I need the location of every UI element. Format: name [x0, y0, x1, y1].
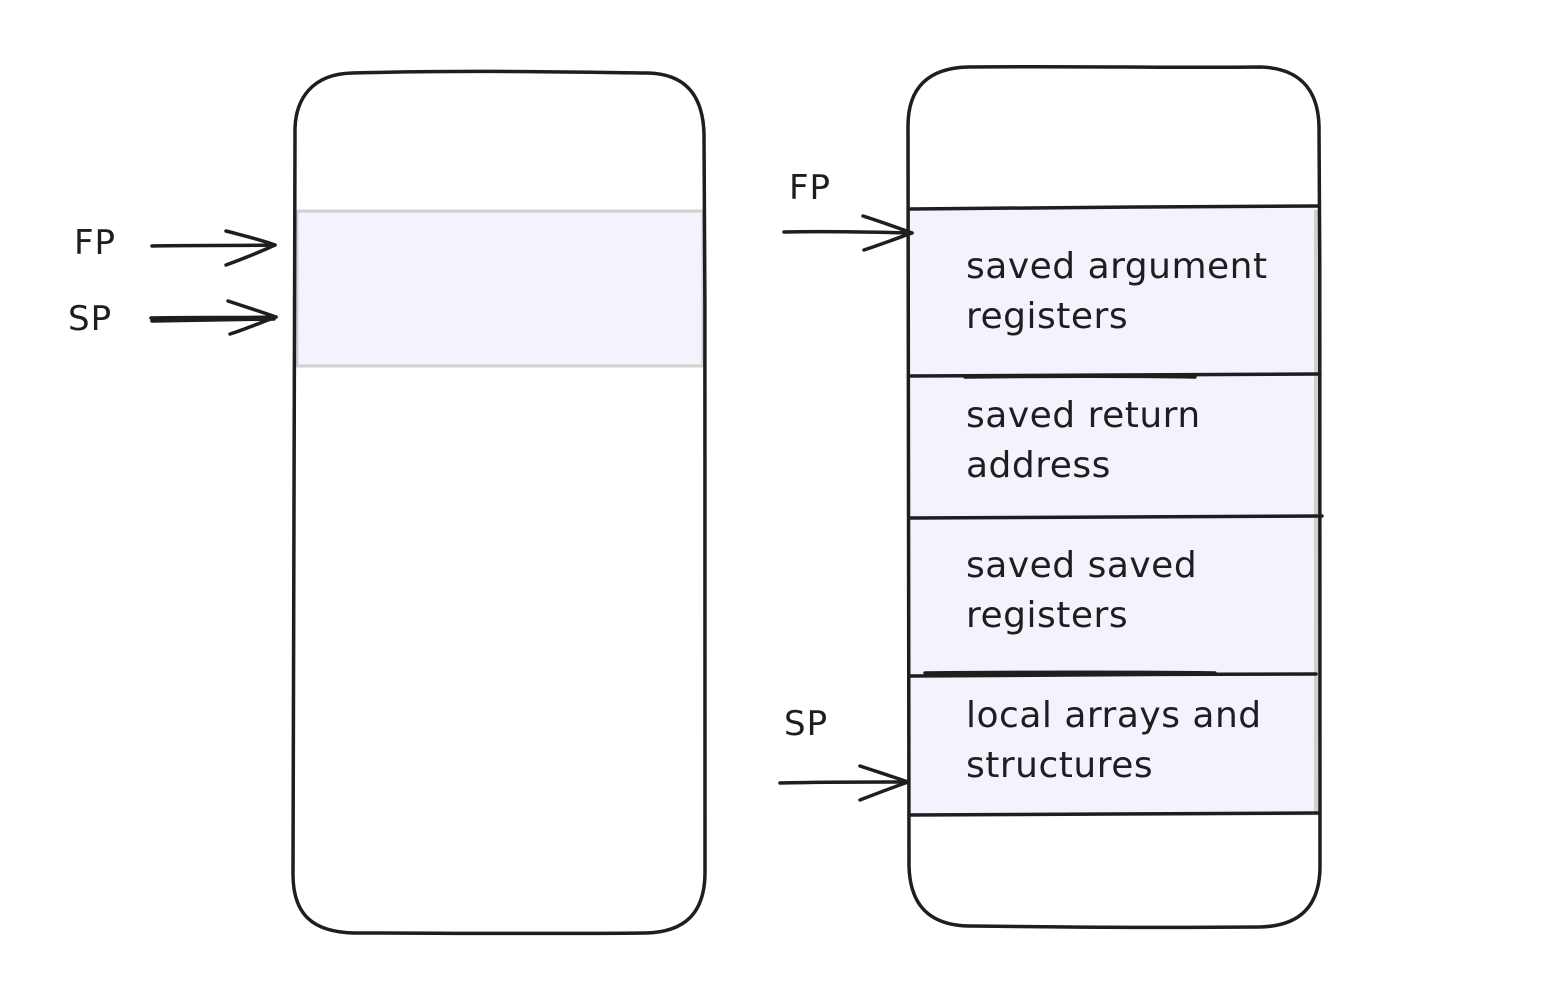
svg-text:saved argument: saved argument [966, 246, 1268, 287]
right-fp-label: FP [789, 168, 831, 208]
left-fp-arrow [150, 229, 277, 267]
svg-text:saved saved: saved saved [966, 545, 1197, 586]
svg-text:structures: structures [966, 745, 1153, 786]
right-stack: saved argument registers saved return ad… [778, 64, 1324, 930]
right-stack-dividers [908, 204, 1324, 817]
svg-text:address: address [966, 445, 1111, 486]
segment-local-arrays-and-structures: local arrays and structures [966, 695, 1262, 786]
svg-text:registers: registers [966, 595, 1128, 636]
left-sp-label: SP [68, 299, 112, 339]
segment-saved-saved-registers: saved saved registers [966, 545, 1197, 636]
segment-saved-argument-registers: saved argument registers [966, 246, 1268, 337]
left-stack: FP SP [68, 69, 707, 936]
left-sp-arrow [149, 299, 278, 336]
left-stack-outline [291, 69, 707, 936]
svg-text:registers: registers [966, 296, 1128, 337]
segment-saved-return-address: saved return address [966, 395, 1201, 486]
right-sp-arrow [778, 764, 910, 802]
right-stack-outline [906, 64, 1322, 930]
svg-text:local arrays and: local arrays and [966, 695, 1262, 736]
right-stack-frame-band [910, 208, 1318, 816]
right-fp-arrow [782, 214, 914, 252]
right-sp-label: SP [784, 704, 828, 744]
svg-text:saved return: saved return [966, 395, 1201, 436]
left-stack-frame-band [295, 209, 705, 368]
left-fp-label: FP [74, 223, 116, 263]
